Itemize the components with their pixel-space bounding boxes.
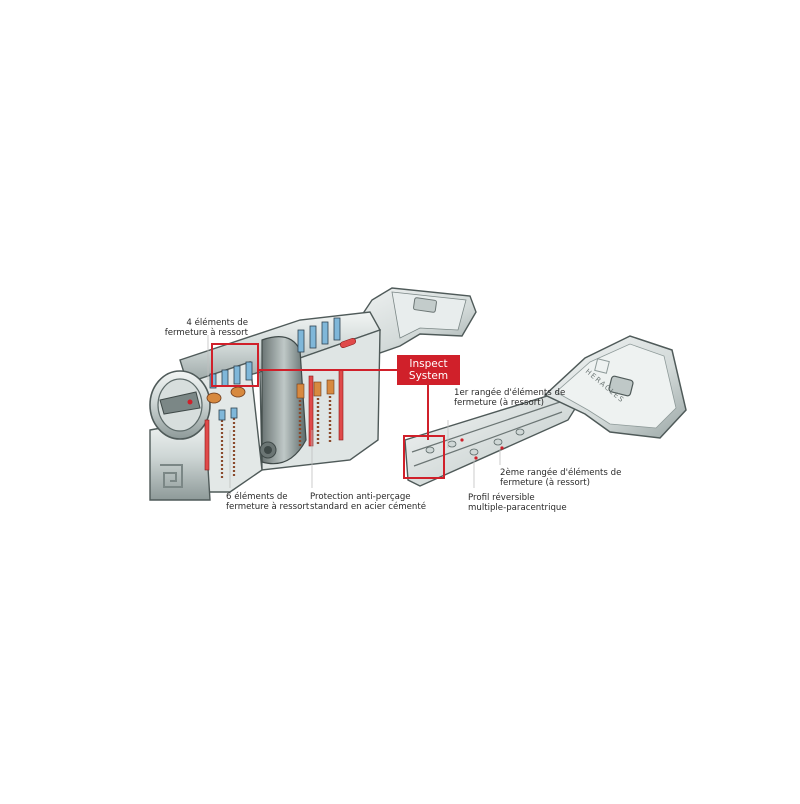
label-anti-drill-protection: Protection anti-perçage standard en acie… — [310, 492, 426, 512]
label-line: 6 éléments de — [226, 492, 288, 502]
left-pin-stacks — [204, 361, 253, 480]
label-reversible-profile: Profil réversible multiple-paracentrique — [468, 493, 567, 513]
label-six-elements: 6 éléments de fermeture à ressort — [226, 492, 309, 512]
label-line: Protection anti-perçage — [310, 492, 411, 502]
label-line: multiple-paracentrique — [468, 503, 567, 513]
label-line: fermeture à ressort — [226, 502, 310, 512]
label-line: fermeture à ressort — [164, 328, 248, 338]
label-first-row: 1er rangée d'éléments de fermeture (à re… — [454, 388, 565, 408]
label-line: standard en acier cémenté — [310, 502, 427, 512]
right-pin-stacks — [296, 317, 356, 448]
front-key — [404, 335, 687, 487]
cylinder-body — [149, 311, 382, 501]
label-line: 1er rangée d'éléments de — [454, 388, 566, 398]
label-four-elements: 4 éléments de fermeture à ressort — [138, 318, 248, 338]
inspect-system-badge: Inspect System — [397, 355, 460, 385]
badge-line: Inspect — [409, 358, 448, 370]
label-line: fermeture (à ressort) — [454, 398, 544, 408]
badge-line: System — [408, 370, 449, 382]
leader-lines — [207, 335, 501, 488]
label-line: Profil réversible — [468, 493, 535, 503]
label-line: fermeture (à ressort) — [500, 478, 590, 488]
label-line: 4 éléments de — [186, 318, 248, 328]
label-line: 2ème rangée d'éléments de — [500, 468, 622, 478]
inspect-system-callout-lines — [211, 343, 445, 479]
label-second-row: 2ème rangée d'éléments de fermeture (à r… — [500, 468, 621, 488]
